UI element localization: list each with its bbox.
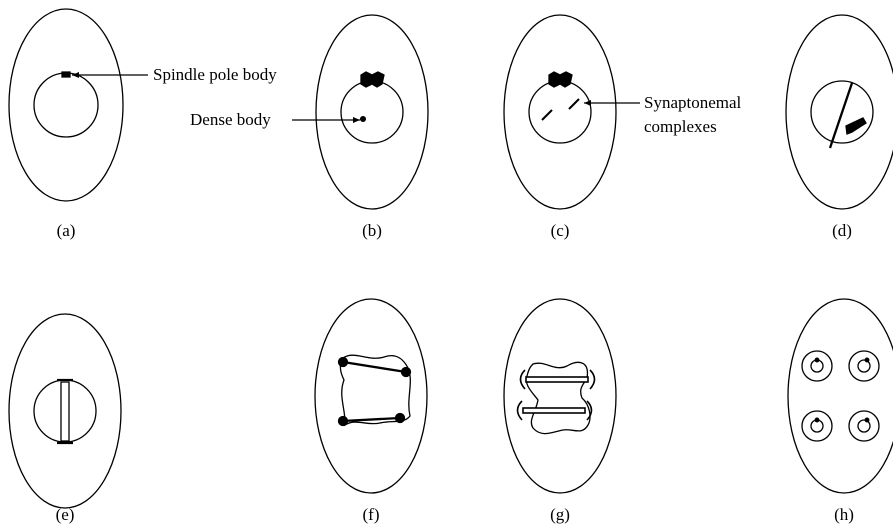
- spindle-1: [526, 377, 588, 382]
- spindle-pole-body: [846, 118, 866, 134]
- panel-d: (d): [786, 15, 893, 240]
- spindle-pole-body-4: [396, 414, 405, 423]
- panel-label-b: (b): [362, 221, 382, 240]
- panel-label-g: (g): [550, 505, 570, 524]
- spindle-2: [343, 418, 400, 421]
- nucleus: [529, 81, 591, 143]
- nucleus: [341, 81, 403, 143]
- spb-arc-1-left: [521, 370, 526, 389]
- panel-label-d: (d): [832, 221, 852, 240]
- spb-arc-1-right: [590, 370, 595, 389]
- panel-g: (g): [504, 299, 616, 524]
- cell-outline: [316, 15, 428, 209]
- cell-outline: [788, 299, 893, 493]
- panel-e: (e): [9, 314, 121, 524]
- spindle-pole-body: [549, 72, 572, 87]
- synaptonemal-label-line1: Synaptonemal: [644, 93, 742, 112]
- spindle-pole-body-1: [339, 358, 348, 367]
- spore-2: [849, 351, 879, 381]
- panel-label-c: (c): [551, 221, 570, 240]
- panel-label-e: (e): [56, 505, 75, 524]
- spindle-pole-body: [62, 72, 70, 77]
- synaptonemal-complex-2: [569, 99, 579, 109]
- panel-b: Dense body (b): [190, 15, 428, 240]
- cell-outline: [504, 15, 616, 209]
- spore-4: [849, 411, 879, 441]
- cell-outline: [315, 299, 427, 493]
- panel-h: (h): [788, 299, 893, 524]
- nucleus: [34, 73, 98, 137]
- spindle-pole-body-3: [339, 417, 348, 426]
- synaptonemal-complex-1: [542, 110, 552, 120]
- spindle-1: [343, 362, 406, 372]
- cell-outline: [9, 9, 123, 201]
- spindle-pole-body-2: [402, 368, 411, 377]
- spindle: [830, 83, 852, 148]
- spore-1: [802, 351, 832, 381]
- spindle-2: [523, 408, 585, 413]
- cell-outline: [504, 299, 616, 493]
- spindle-pole-body-label: Spindle pole body: [153, 65, 277, 84]
- spb-arc-2-left: [518, 401, 523, 420]
- panel-c: Synaptonemal complexes (c): [504, 15, 742, 240]
- panel-f: (f): [315, 299, 427, 524]
- panel-label-a: (a): [57, 221, 76, 240]
- spindle: [61, 382, 69, 441]
- spore-3: [802, 411, 832, 441]
- panel-label-f: (f): [363, 505, 380, 524]
- dense-body-label: Dense body: [190, 110, 271, 129]
- panel-label-h: (h): [834, 505, 854, 524]
- synaptonemal-label-line2: complexes: [644, 117, 717, 136]
- dense-body: [361, 117, 366, 122]
- spindle-pole-body: [361, 72, 384, 87]
- nuclear-envelope: [526, 362, 590, 433]
- cell-outline: [786, 15, 893, 209]
